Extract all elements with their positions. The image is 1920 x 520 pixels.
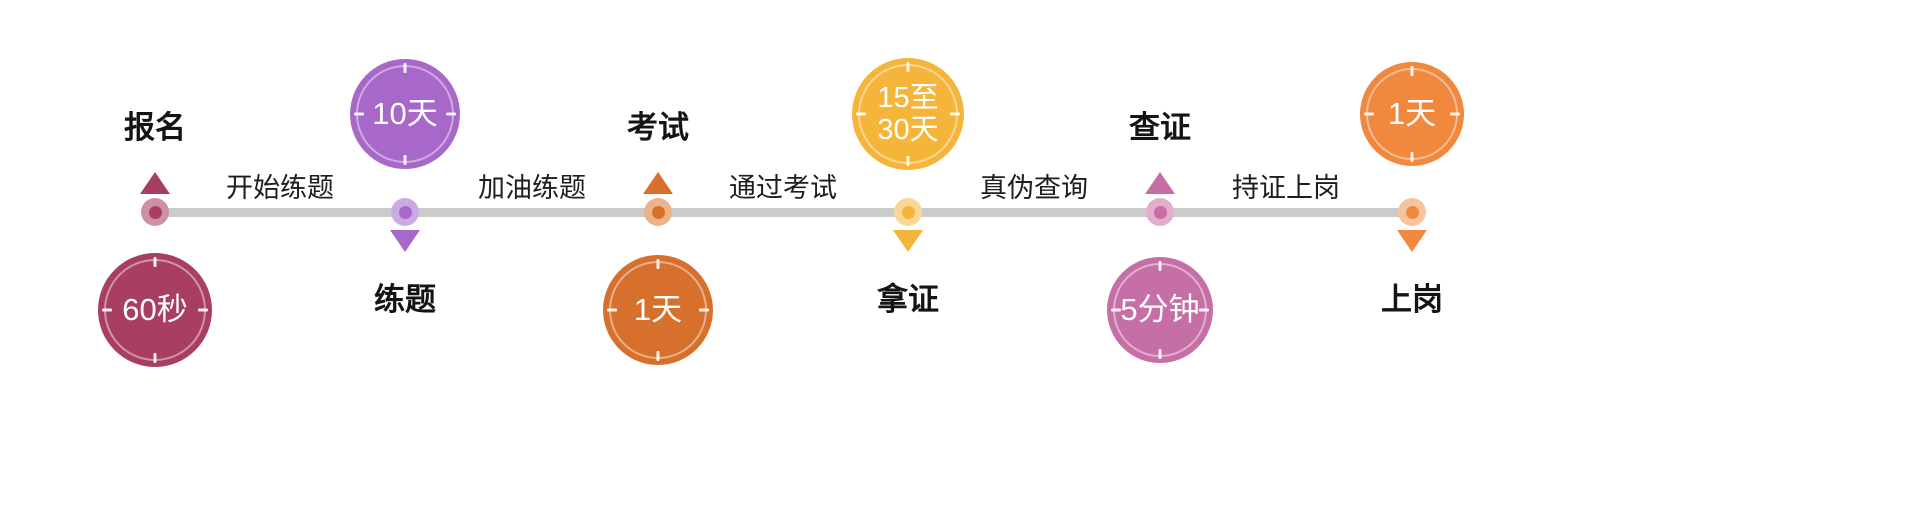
clock-tick <box>1158 261 1162 271</box>
connector-label: 真伪查询 <box>980 173 1088 203</box>
clock-badge: 1天 <box>603 255 713 365</box>
clock-tick <box>656 351 660 361</box>
clock-tick <box>699 308 709 312</box>
clock-tick <box>656 259 660 269</box>
clock-tick <box>950 112 960 116</box>
stage-label: 查证 <box>1129 110 1191 145</box>
clock-tick <box>1364 112 1374 116</box>
connector-label: 持证上岗 <box>1232 173 1340 203</box>
duration-line: 1天 <box>633 291 683 327</box>
timeline-dot <box>141 198 169 226</box>
duration-line: 5分钟 <box>1120 291 1200 327</box>
duration-text: 60秒 <box>122 291 188 328</box>
clock-tick <box>1158 349 1162 359</box>
clock-tick <box>153 353 157 363</box>
timeline-dot-core <box>398 205 412 219</box>
timeline-dot-core <box>901 205 915 219</box>
clock-tick <box>1450 112 1460 116</box>
timeline-bar <box>148 208 1420 217</box>
stage-label: 拿证 <box>877 282 939 317</box>
duration-text: 5分钟 <box>1120 291 1200 328</box>
arrow-down-icon <box>390 230 420 252</box>
stage-label: 上岗 <box>1381 282 1443 317</box>
duration-text: 15至 30天 <box>877 82 938 147</box>
clock-tick <box>1111 308 1121 312</box>
stage-label: 报名 <box>124 110 186 145</box>
clock-tick <box>403 155 407 165</box>
clock-badge: 60秒 <box>98 253 212 367</box>
duration-line: 60秒 <box>122 291 188 327</box>
duration-line: 30天 <box>877 114 939 146</box>
clock-tick <box>354 112 364 116</box>
clock-badge: 5分钟 <box>1107 257 1213 363</box>
clock-badge: 10天 <box>350 59 460 169</box>
duration-line: 1天 <box>1387 95 1437 131</box>
connector-label: 通过考试 <box>729 173 837 203</box>
timeline-dot-core <box>1153 205 1167 219</box>
stage-label: 练题 <box>374 282 436 317</box>
clock-tick <box>906 62 910 72</box>
arrow-up-icon <box>140 172 170 194</box>
clock-badge: 15至 30天 <box>852 58 964 170</box>
clock-badge: 1天 <box>1360 62 1464 166</box>
arrow-down-icon <box>1397 230 1427 252</box>
timeline-dot <box>894 198 922 226</box>
connector-label: 加油练题 <box>478 173 586 203</box>
timeline-dot <box>1146 198 1174 226</box>
stage-label: 考试 <box>627 110 689 145</box>
clock-tick <box>153 257 157 267</box>
timeline-dot-core <box>1405 205 1419 219</box>
clock-tick <box>607 308 617 312</box>
clock-tick <box>1410 152 1414 162</box>
arrow-up-icon <box>643 172 673 194</box>
clock-tick <box>906 156 910 166</box>
clock-tick <box>198 308 208 312</box>
clock-tick <box>446 112 456 116</box>
arrow-down-icon <box>893 230 923 252</box>
timeline-dot-core <box>148 205 162 219</box>
timeline-dot-core <box>651 205 665 219</box>
connector-label: 开始练题 <box>226 173 334 203</box>
arrow-up-icon <box>1145 172 1175 194</box>
duration-line: 15至 <box>877 81 939 114</box>
clock-tick <box>856 112 866 116</box>
clock-tick <box>403 63 407 73</box>
duration-text: 10天 <box>372 95 438 132</box>
duration-text: 1天 <box>633 291 683 328</box>
timeline-dot <box>644 198 672 226</box>
clock-tick <box>102 308 112 312</box>
duration-text: 1天 <box>1387 95 1437 132</box>
clock-tick <box>1410 66 1414 76</box>
clock-tick <box>1199 308 1209 312</box>
timeline-dot <box>1398 198 1426 226</box>
timeline-dot <box>391 198 419 226</box>
duration-line: 10天 <box>372 95 438 131</box>
